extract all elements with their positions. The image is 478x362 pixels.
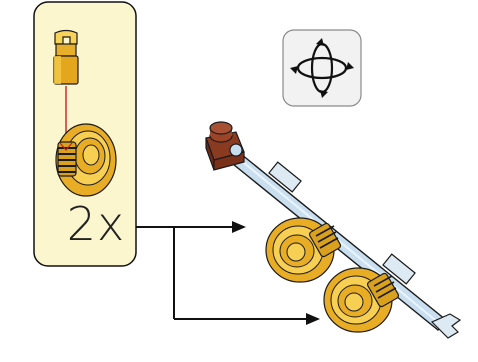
brown-clip-brick: [205, 121, 245, 171]
spiral-spring-part: [55, 123, 117, 197]
clip-piece: [53, 29, 79, 85]
upper-spiral-spring: [265, 217, 342, 283]
rotate-model-icon: [282, 29, 362, 107]
quantity-label: 2x: [66, 197, 126, 251]
sub-assembly-callout: [33, 1, 137, 267]
step-arrows: [136, 221, 320, 325]
main-assembly: [205, 121, 462, 339]
lower-spiral-spring: [323, 267, 400, 333]
